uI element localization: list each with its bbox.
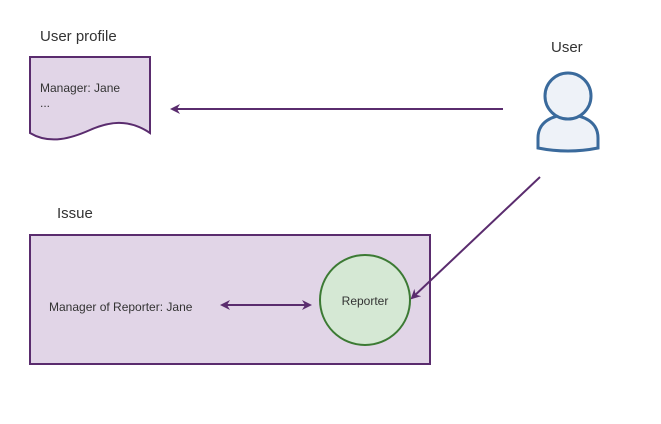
user-profile-label: User profile xyxy=(40,28,117,45)
manager-of-reporter-text: Manager of Reporter: Jane xyxy=(49,300,193,314)
reporter-label: Reporter xyxy=(342,294,389,308)
profile-manager-text: Manager: Jane xyxy=(40,81,120,95)
profile-ellipsis-text: ... xyxy=(40,96,50,110)
user-label: User xyxy=(551,39,583,56)
document-icon xyxy=(29,56,151,141)
reporter-node: Reporter xyxy=(319,254,411,346)
arrow-user-to-reporter xyxy=(410,176,541,300)
user-icon xyxy=(536,71,600,153)
user-profile-document: Manager: Jane ... xyxy=(29,56,151,141)
issue-label: Issue xyxy=(57,205,93,222)
